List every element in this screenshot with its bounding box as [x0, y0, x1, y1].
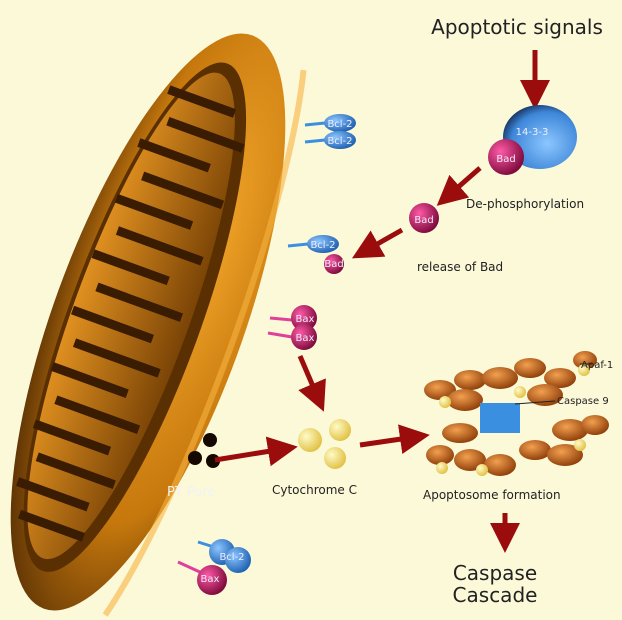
arrow-bax-to-cytc [297, 355, 326, 412]
label-bad: Bad [496, 154, 515, 165]
bcl2-bax-complex: Bcl-2 Bax [177, 539, 251, 595]
label-apoptosome-formation: Apoptosome formation [423, 488, 561, 502]
svg-text:Bax: Bax [201, 574, 220, 585]
arrow-cytc-to-apoptosome [359, 424, 430, 455]
svg-text:Bcl-2: Bcl-2 [219, 552, 244, 563]
svg-text:Bcl-2: Bcl-2 [327, 136, 352, 147]
arrow-release-bad [351, 227, 404, 259]
label-pt-pore: PT Pore [167, 485, 215, 500]
svg-text:Bcl-2: Bcl-2 [310, 240, 335, 251]
label-14-3-3: 14-3-3 [516, 127, 549, 138]
arrows [214, 50, 550, 553]
bax-pair: Bax Bax [267, 305, 317, 350]
free-bad: Bad [409, 203, 439, 233]
label-apoptotic-signals: Apoptotic signals [431, 15, 603, 39]
label-caspase-cascade-2: Cascade [453, 583, 538, 607]
svg-text:Bax: Bax [296, 333, 315, 344]
cristae [16, 85, 245, 542]
label-release-of-bad: release of Bad [417, 260, 503, 274]
label-caspase-cascade-1: Caspase [453, 561, 537, 585]
cytochrome-c-molecules [298, 419, 351, 469]
bcl2-bad-complex: Bcl-2 Bad [287, 235, 344, 274]
complex-14-3-3-bad: 14-3-3 Bad [488, 105, 577, 175]
svg-text:Bad: Bad [324, 259, 343, 270]
svg-text:Bcl-2: Bcl-2 [327, 119, 352, 130]
apoptosome [424, 351, 609, 476]
label-caspase-9: Caspase 9 [557, 396, 609, 407]
arrow-pore-to-cytc [214, 436, 298, 467]
label-apaf-1: Apaf-1 [581, 360, 613, 371]
label-de-phosphorylation: De-phosphorylation [466, 197, 584, 211]
svg-text:Bad: Bad [414, 215, 433, 226]
mitochondrion [10, 33, 307, 617]
label-cytochrome-c: Cytochrome C [272, 483, 357, 497]
arrow-dephosphorylation [436, 166, 482, 206]
svg-text:Bax: Bax [296, 314, 315, 325]
bcl2-pair-top: Bcl-2 Bcl-2 [304, 114, 356, 149]
